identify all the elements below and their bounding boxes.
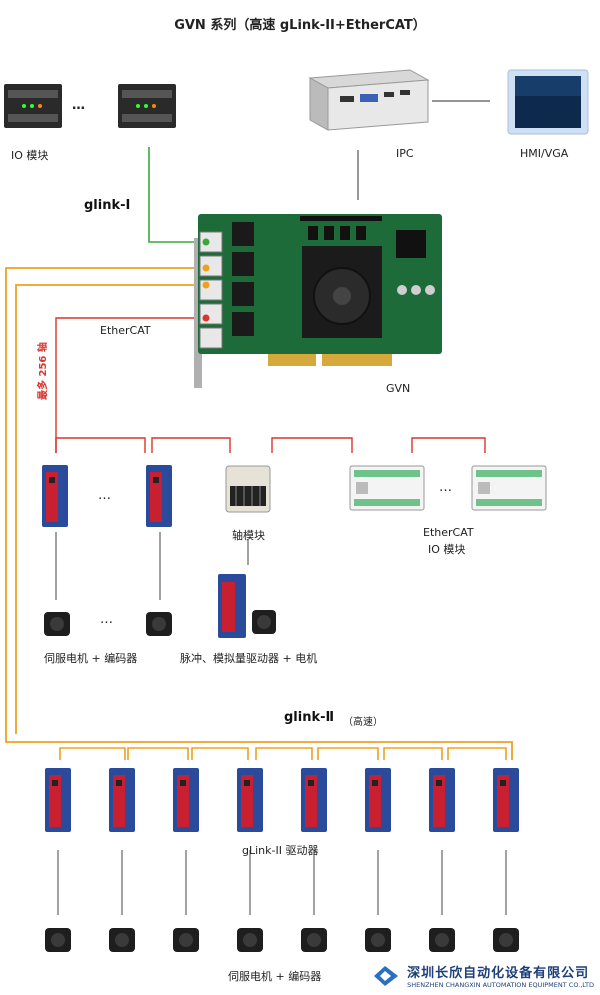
ipc-device [308,69,430,131]
ethercat-io-label-line1: EtherCAT [423,526,474,539]
servo-motor-1 [44,612,70,636]
ethercat-io-module-2 [471,465,547,511]
glink2-motor-1 [45,928,71,952]
company-watermark: 深圳长欣自动化设备有限公司 SHENZHEN CHANGXIN AUTOMATI… [371,962,594,989]
gvn-card [194,214,442,388]
servo-encoder-label: 伺服电机 + 编码器 [44,652,138,665]
axis-module-label: 轴模块 [232,529,265,542]
glink2-motor-2 [109,928,135,952]
ethercat-drive-2 [146,465,172,527]
glink2-motors [45,928,519,952]
ethercat-drops [55,437,486,453]
glink2-wire-inner [15,284,200,734]
company-name-cn: 深圳长欣自动化设备有限公司 [407,966,590,981]
ethercat-drive-ellipsis: … [98,488,111,503]
glink2-drive-2 [109,768,135,832]
glink2-motor-6 [365,928,391,952]
glink2-drive-8 [493,768,519,832]
gvn-label: GVN [386,382,411,395]
hmi-label: HMI/VGA [520,147,569,160]
servo-motor-2 [146,612,172,636]
glink2-motor-8 [493,928,519,952]
ethercat-io-module-1 [349,465,425,511]
glink2-motor-5 [301,928,327,952]
diagram-title: GVN 系列（高速 gLink-II+EtherCAT） [174,18,426,33]
glink1-wire [148,147,208,243]
glink2-drive-5 [301,768,327,832]
glink2-drives [45,768,519,832]
max-axes-label: 最多 256 轴 [38,342,49,400]
io-module-2 [118,84,176,128]
glink2-drive-7 [429,768,455,832]
ethercat-io-ellipsis: … [439,480,452,495]
axis-module-device [225,465,271,513]
glink2-drive-1 [45,768,71,832]
ipc-label: IPC [396,147,414,160]
ethercat-label: EtherCAT [100,324,151,337]
pulse-analog-label: 脉冲、模拟量驱动器 + 电机 [180,652,318,665]
glink2-label: glink-Ⅱ [284,710,335,725]
glink2-drive-4 [237,768,263,832]
glink2-motor-4 [237,928,263,952]
glink2-drops [59,747,507,760]
glink2-drive-6 [365,768,391,832]
ethercat-drive-1 [42,465,68,527]
pulse-drive-device [218,574,276,638]
glink2-motor-7 [429,928,455,952]
glink1-label: glink-Ⅰ [84,198,131,213]
glink2-motor-3 [173,928,199,952]
glink2-wire-outer [5,267,513,760]
ethercat-io-label-line2: IO 模块 [428,543,466,556]
glink2-speed-label: （高速） [343,717,383,728]
ethercat-wire [55,317,206,453]
company-name-en: SHENZHEN CHANGXIN AUTOMATION EQUIPMENT C… [407,981,594,989]
io-module-label: IO 模块 [11,149,49,162]
servo-encoder-bottom-label: 伺服电机 + 编码器 [228,970,322,983]
io-module-ellipsis: … [72,98,85,113]
glink2-drive-3 [173,768,199,832]
device-connectors [55,532,507,915]
glink2-drive-label: gLink-II 驱动器 [242,844,319,857]
company-logo-icon [374,965,399,986]
servo-motor-ellipsis: … [100,612,113,627]
io-module-1 [4,84,62,128]
hmi-display [507,69,589,135]
